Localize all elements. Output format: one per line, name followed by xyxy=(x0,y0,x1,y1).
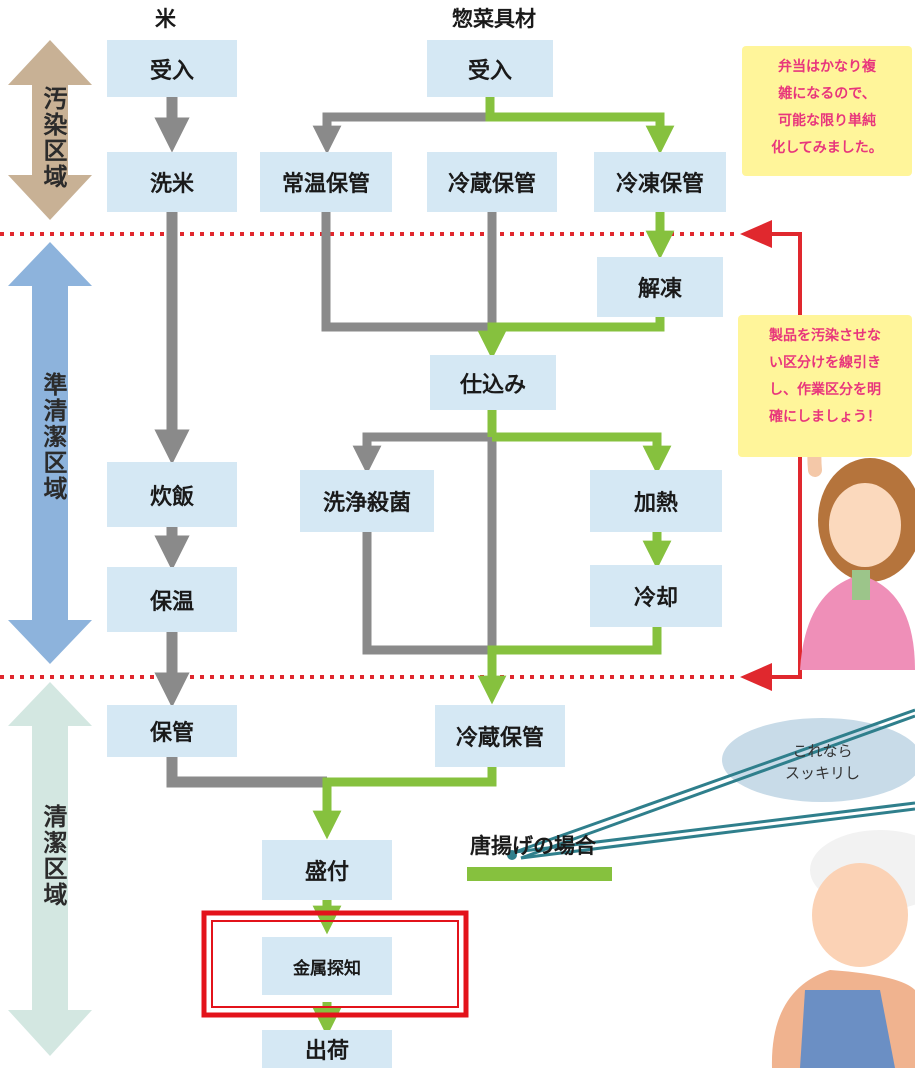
callout-origin-dot xyxy=(507,850,517,860)
heat-box: 加熱 xyxy=(590,470,722,532)
callout-lines xyxy=(514,708,915,860)
chef-illustration xyxy=(771,830,915,1068)
shipping-box: 出荷 xyxy=(262,1030,392,1068)
note-zoning-line-2: い区分けを線引き xyxy=(769,355,881,371)
ambient-storage-box: 常温保管 xyxy=(260,152,392,212)
note-zoning-line-4: 確にしましょう！ xyxy=(769,409,881,425)
prep-box: 仕込み xyxy=(430,355,556,410)
final-refrigerated-storage-box: 冷蔵保管 xyxy=(435,705,565,767)
highlight-frame-outer xyxy=(201,910,469,1018)
wash-sterilize-box: 洗浄殺菌 xyxy=(300,470,434,532)
rice-receive-box: 受入 xyxy=(107,40,237,97)
ingredient-flow-green xyxy=(312,97,675,1037)
rice-cook-box: 炊飯 xyxy=(107,462,237,527)
rice-flow-gray xyxy=(154,97,327,788)
bubble-line-1: これなら xyxy=(792,742,853,760)
note-zoning: 製品を汚染させな い区分けを線引き し、作業区分を明 確にしましょう！ xyxy=(738,315,912,457)
note-simplified-line-3: 可能な限り単純 xyxy=(778,113,876,129)
note-simplified: 弁当はかなり複 雑になるので、 可能な限り単純 化してみました。 xyxy=(742,46,912,176)
note-zoning-line-1: 製品を汚染させな xyxy=(769,328,881,344)
rice-column-header: 米 xyxy=(155,7,176,31)
rice-keep-warm-box: 保温 xyxy=(107,567,237,632)
refrigerated-storage-box: 冷蔵保管 xyxy=(427,152,557,212)
plating-box: 盛付 xyxy=(262,840,392,900)
rice-storage-box: 保管 xyxy=(107,705,237,757)
cool-box: 冷却 xyxy=(590,565,722,627)
zone-label-semi-clean: 準清潔区域 xyxy=(39,372,67,502)
woman-illustration xyxy=(800,398,915,670)
zone-arrow-contaminated xyxy=(8,40,92,220)
zone-arrow-clean xyxy=(8,682,92,1056)
frozen-storage-box: 冷凍保管 xyxy=(594,152,726,212)
note-simplified-line-2: 雑になるので、 xyxy=(778,86,876,102)
ingredient-receive-box: 受入 xyxy=(427,40,553,97)
note-zoning-line-3: し、作業区分を明 xyxy=(769,382,881,398)
bubble-text: これなら スッキリし xyxy=(735,740,910,784)
highlight-frame-inner xyxy=(211,920,459,1008)
speech-bubble xyxy=(722,718,915,802)
legend-karaage-label: 唐揚げの場合 xyxy=(470,834,596,858)
zone-label-clean: 清潔区域 xyxy=(39,804,67,908)
note-simplified-line-1: 弁当はかなり複 xyxy=(778,59,876,75)
bubble-line-2: スッキリし xyxy=(784,764,860,782)
zone-arrow-semi-clean xyxy=(8,242,92,664)
rice-wash-box: 洗米 xyxy=(107,152,237,212)
ingredient-flow-gray xyxy=(312,112,497,655)
metal-detection-box: 金属探知 xyxy=(262,937,392,995)
zone-label-contaminated: 汚染区域 xyxy=(39,86,67,190)
note-simplified-line-4: 化してみました。 xyxy=(771,140,883,156)
thaw-box: 解凍 xyxy=(597,257,723,317)
ingredient-column-header: 惣菜具材 xyxy=(452,7,536,31)
